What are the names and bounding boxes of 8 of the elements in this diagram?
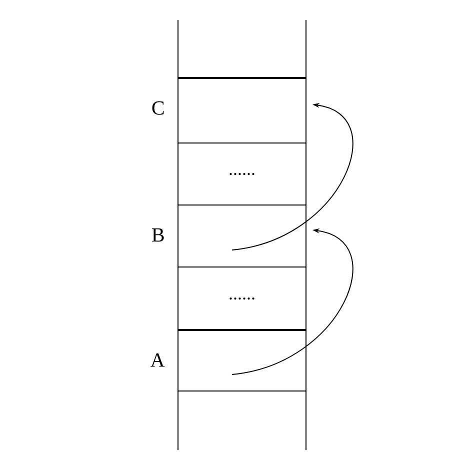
stack-cell [178, 204, 306, 268]
stack-cell [178, 330, 306, 392]
cell-label: A [150, 353, 165, 367]
cell-label: B [152, 228, 164, 242]
dots-cell: ...... [178, 142, 306, 206]
dots-cell: ...... [178, 266, 306, 330]
stack-cell [178, 78, 306, 144]
cell-label: C [152, 101, 164, 115]
